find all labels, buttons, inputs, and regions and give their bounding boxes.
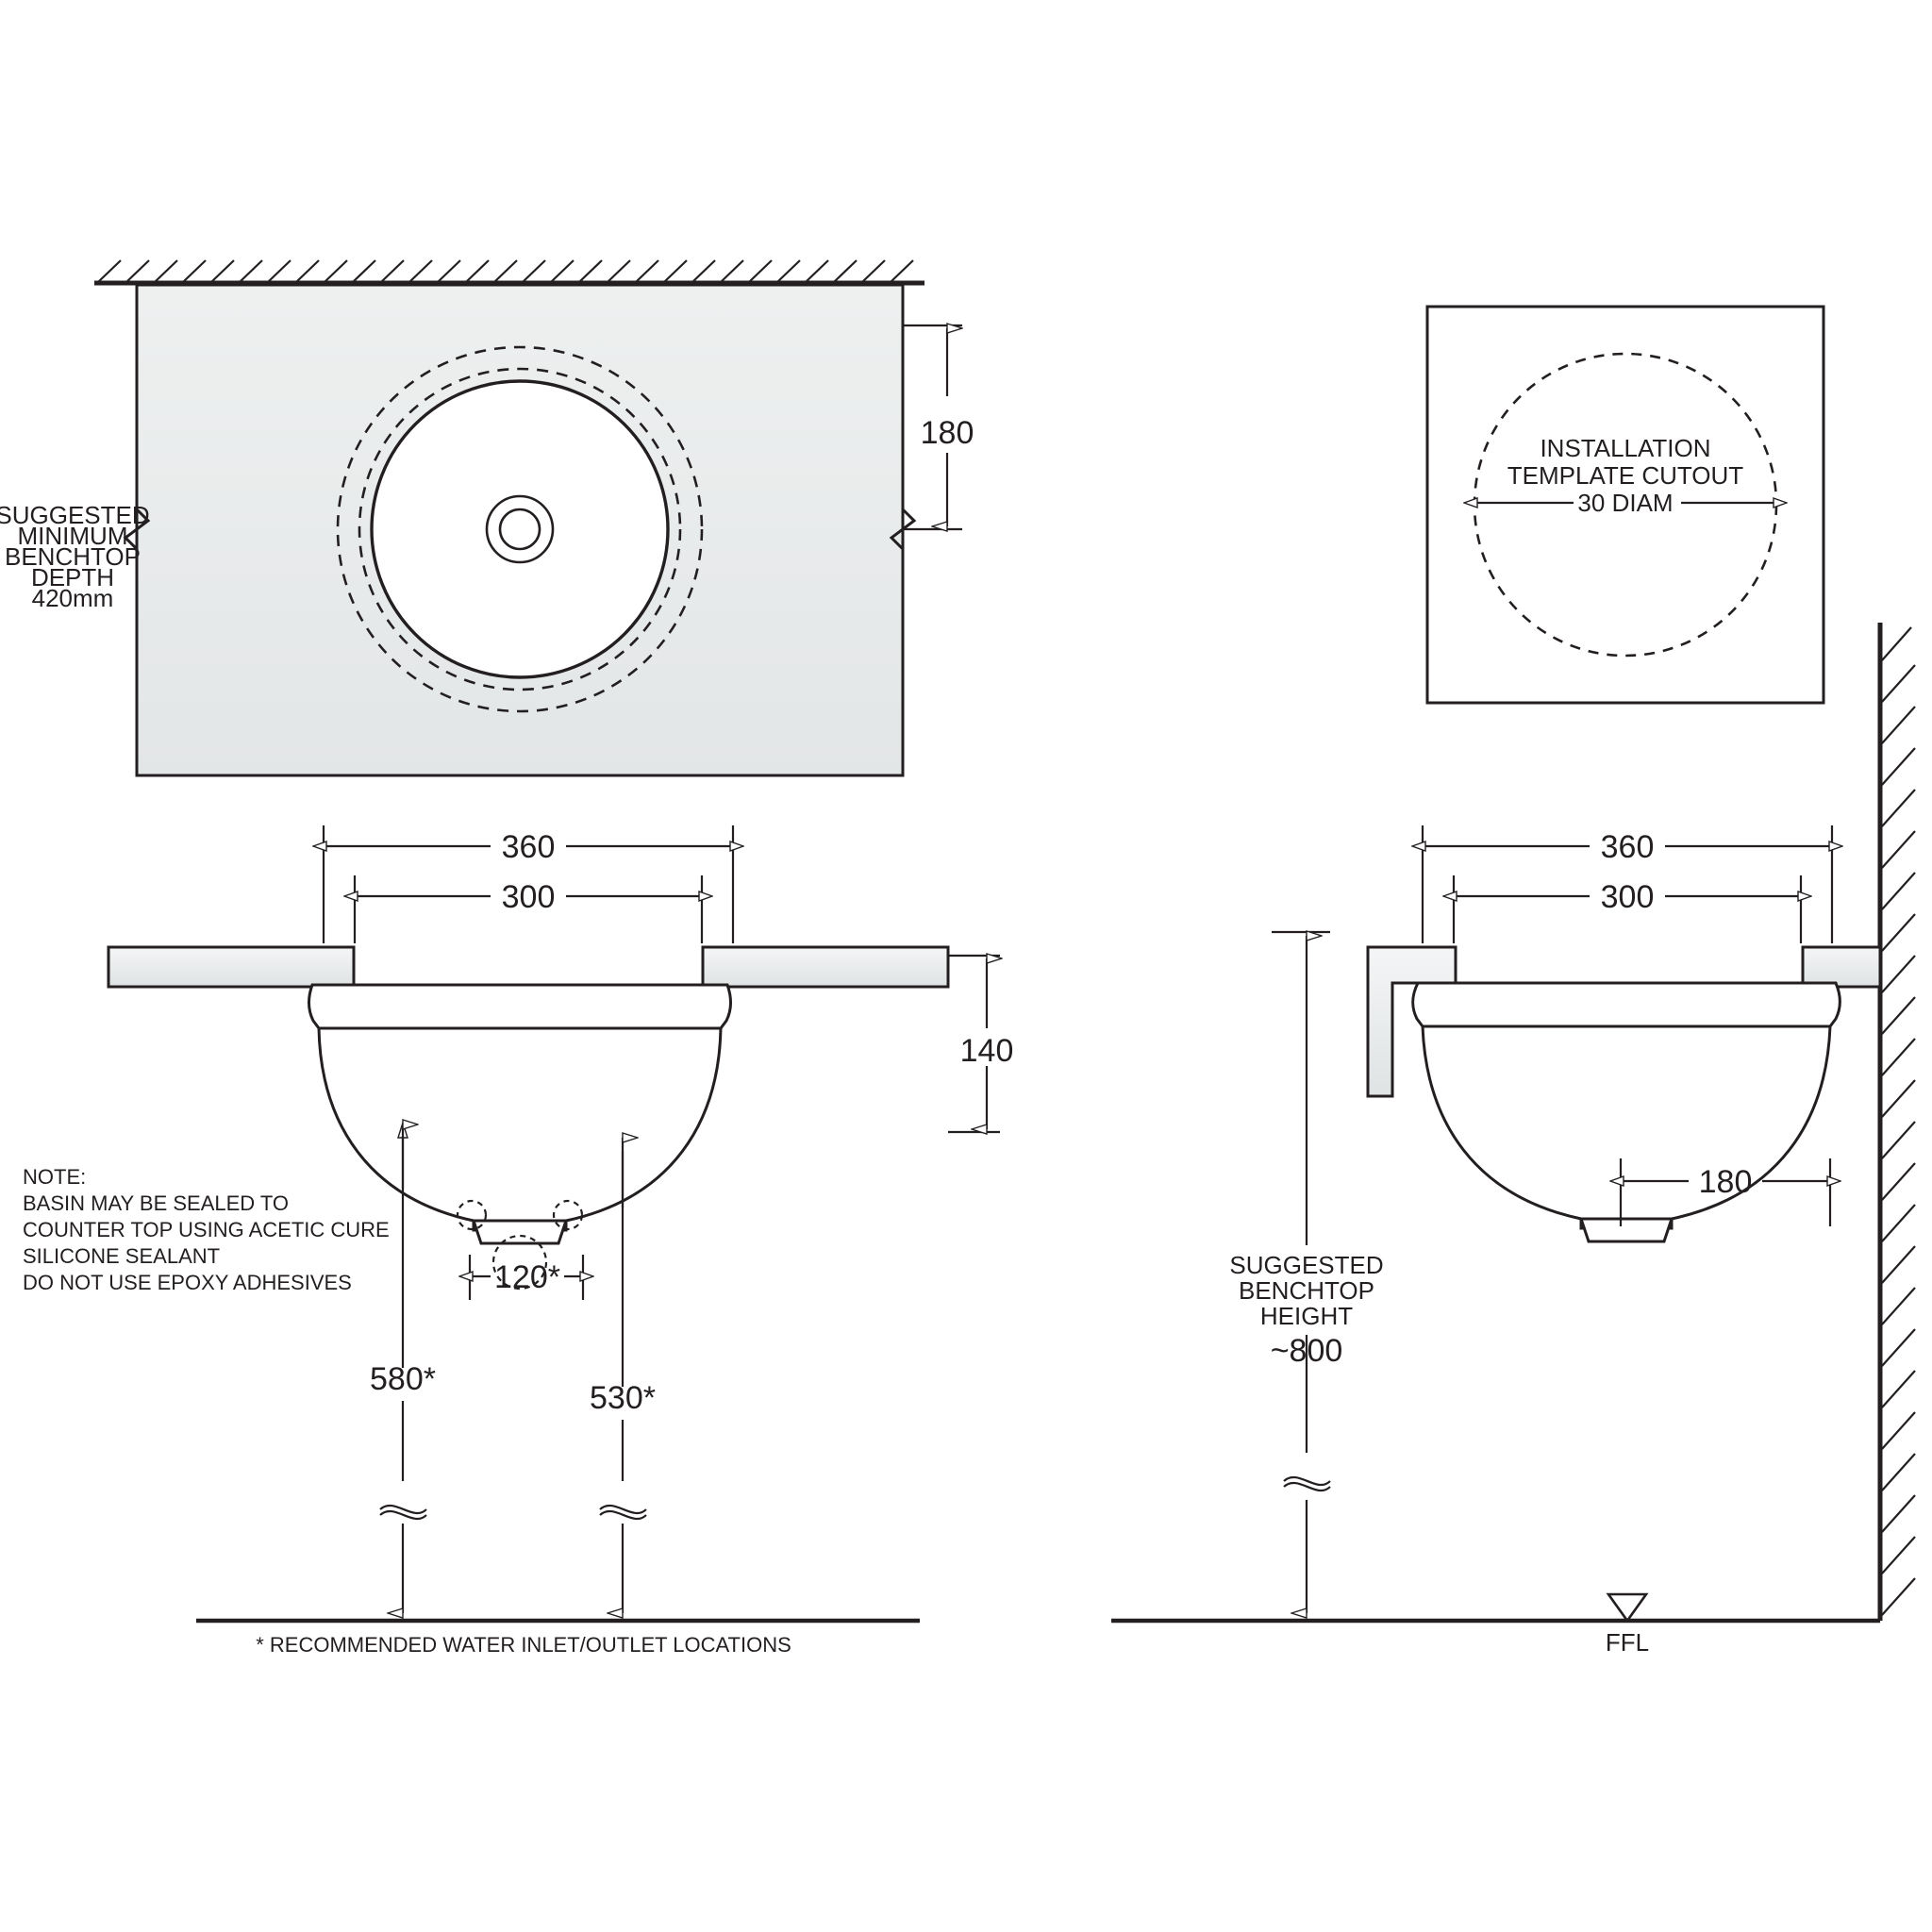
waste-outlet-outer-circle xyxy=(485,494,555,564)
water-inlet-footnote: * RECOMMENDED WATER INLET/OUTLET LOCATIO… xyxy=(256,1633,791,1657)
note-line2: BASIN MAY BE SEALED TO xyxy=(23,1191,289,1215)
depth-note-line5: 420mm xyxy=(32,584,114,612)
basin-outer-dashed-circle xyxy=(336,345,704,713)
ffl-triangle-icon xyxy=(1606,1592,1649,1624)
ffl-label: FFL xyxy=(1606,1628,1649,1657)
dimension-180-side-label: 180 xyxy=(1699,1164,1753,1200)
dimension-580-front-label: 580* xyxy=(370,1361,436,1397)
note-line5: DO NOT USE EPOXY ADHESIVES xyxy=(23,1271,352,1294)
basin-rim-solid-circle xyxy=(370,379,670,679)
waste-outlet-inner-circle xyxy=(498,508,541,551)
note-line3: COUNTER TOP USING ACETIC CURE xyxy=(23,1218,390,1241)
benchtop-height-line1: SUGGESTED xyxy=(1229,1251,1383,1279)
template-diameter-label: 30 DIAM xyxy=(1577,489,1673,517)
dimension-300-front xyxy=(355,875,702,943)
dimension-360-front-label: 360 xyxy=(502,829,556,865)
plan-view-group: SUGGESTED MINIMUM BENCHTOP DEPTH 420mm 1… xyxy=(0,259,974,777)
basin-profile-side xyxy=(1411,981,1841,1230)
benchtop-height-note: SUGGESTED BENCHTOP HEIGHT ~800 xyxy=(1229,1251,1383,1369)
dimension-360-front xyxy=(324,825,733,943)
dimension-530-front xyxy=(599,1138,647,1613)
break-symbol-plan-right xyxy=(889,508,917,551)
dimension-300-side-label: 300 xyxy=(1601,879,1655,915)
benchtop-height-line3: HEIGHT xyxy=(1260,1302,1353,1330)
waste-dashed-arcs-front xyxy=(456,1199,584,1291)
benchtop-edge-side-left xyxy=(1366,945,1457,1098)
benchtop-slab-front-left xyxy=(107,945,356,989)
basin-mid-dashed-circle xyxy=(358,367,682,691)
dimension-140-front xyxy=(948,956,1000,1132)
dimension-120-front-label: 120* xyxy=(494,1259,560,1295)
dimension-530-front-label: 530* xyxy=(590,1380,656,1416)
wall-hatch-side xyxy=(1881,626,1916,1616)
depth-note-line4: DEPTH xyxy=(31,563,114,591)
dimension-360-side-label: 360 xyxy=(1601,829,1655,865)
dimension-benchtop-height xyxy=(1272,932,1331,1613)
dimension-180-plan-label: 180 xyxy=(921,415,974,451)
dimension-300-side xyxy=(1454,875,1801,943)
dimension-140-front-label: 140 xyxy=(960,1033,1014,1069)
note-line4: SILICONE SEALANT xyxy=(23,1244,220,1268)
template-label-line2: TEMPLATE CUTOUT xyxy=(1507,461,1744,490)
installation-template-group: INSTALLATION TEMPLATE CUTOUT 30 DIAM xyxy=(1425,305,1825,705)
depth-note-line1: SUGGESTED xyxy=(0,501,150,529)
benchtop-slab-front-right xyxy=(701,945,950,989)
break-symbol-plan-left xyxy=(123,508,151,551)
dimension-300-front-label: 300 xyxy=(502,879,556,915)
template-label-line1: INSTALLATION xyxy=(1540,434,1710,462)
wall-hatch-plan xyxy=(97,259,914,283)
template-box xyxy=(1425,305,1825,705)
dimension-360-side xyxy=(1423,825,1832,943)
basin-profile-front xyxy=(307,983,733,1232)
benchtop-depth-note: SUGGESTED MINIMUM BENCHTOP DEPTH 420mm xyxy=(0,501,150,612)
basin-waste-boss-front xyxy=(471,1219,569,1245)
dimension-180-plan xyxy=(904,325,962,529)
benchtop-slab-side-right xyxy=(1801,945,1882,989)
dimension-120-front xyxy=(470,1255,583,1300)
note-line1: NOTE: xyxy=(23,1165,86,1189)
benchtop-height-line2: BENCHTOP xyxy=(1239,1276,1374,1305)
dimension-180-side xyxy=(1621,1158,1830,1226)
depth-note-line3: BENCHTOP xyxy=(5,542,141,571)
depth-note-line2: MINIMUM xyxy=(18,522,128,550)
front-elevation-group: 360 300 140 xyxy=(107,825,1014,1657)
installation-note-block: NOTE: BASIN MAY BE SEALED TO COUNTER TOP… xyxy=(23,1165,390,1294)
benchtop-height-value: ~800 xyxy=(1271,1333,1343,1369)
side-elevation-group: 360 300 xyxy=(1111,623,1916,1657)
basin-waste-boss-side xyxy=(1578,1217,1674,1243)
